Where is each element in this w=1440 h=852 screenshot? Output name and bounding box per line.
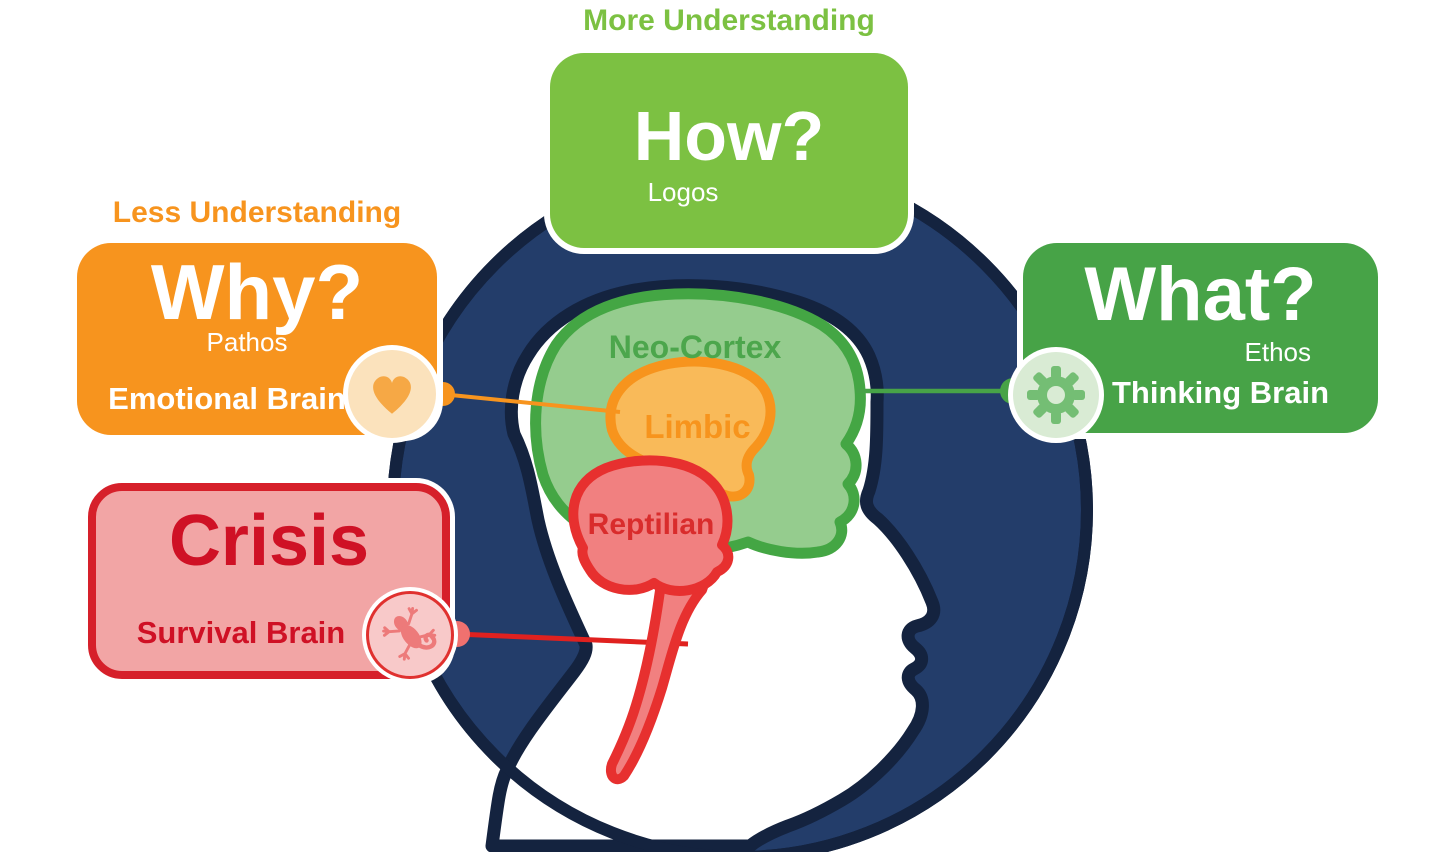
gear-icon [1027, 366, 1085, 424]
emotional-brain-badge [348, 350, 436, 438]
limbic-label: Limbic [644, 408, 751, 445]
why-title: Why? [150, 248, 364, 336]
thinking-brain-badge [1013, 352, 1099, 438]
more-understanding-header: More Understanding [583, 4, 875, 37]
heart-icon [373, 376, 411, 414]
emotional-connector-line [440, 392, 621, 414]
neocortex-label: Neo-Cortex [608, 329, 782, 365]
how-title: How? [633, 97, 825, 175]
what-subtitle: Ethos [1244, 337, 1312, 367]
what-title: What? [1084, 252, 1317, 337]
emotional-brain-caption: Emotional Brain [108, 381, 346, 416]
thinking-brain-caption: Thinking Brain [1112, 375, 1329, 410]
lizard-icon [382, 606, 437, 661]
reptilian-shape [568, 455, 734, 596]
how-subtitle: Logos [647, 177, 719, 207]
crisis-title: Crisis [168, 501, 370, 581]
why-subtitle: Pathos [206, 327, 288, 357]
how-box: How? Logos [550, 53, 908, 248]
reptilian-label: Reptilian [587, 508, 715, 541]
less-understanding-header: Less Understanding [112, 196, 402, 229]
survival-brain-caption: Survival Brain [136, 615, 346, 650]
emotional-connector-dot [431, 382, 455, 406]
survival-brain-badge [366, 591, 454, 679]
